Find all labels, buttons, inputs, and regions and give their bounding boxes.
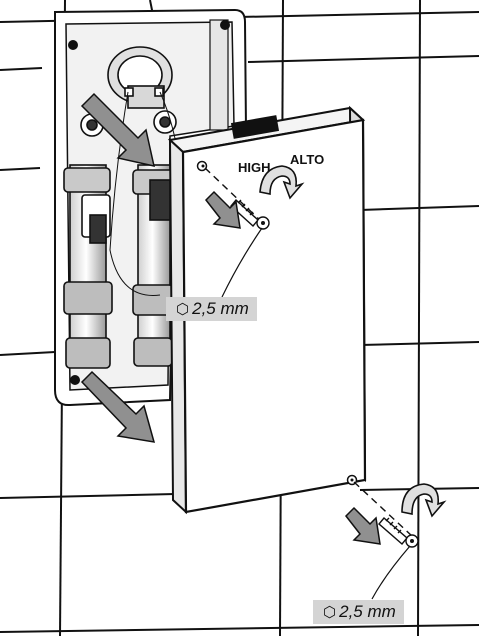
screw-icon [230, 198, 270, 230]
hex-size-callout-bottom: ⬡2,5 mm [313, 600, 404, 624]
callout-size-text: 2,5 mm [192, 299, 249, 318]
valve-assembly [63, 46, 183, 369]
callout-leaders [221, 227, 411, 600]
removal-arrow-icon [80, 370, 156, 443]
removal-arrow-icon [205, 190, 241, 229]
alto-label: ALTO [290, 152, 324, 167]
hex-size-callout-top: ⬡2,5 mm [166, 297, 257, 321]
rotate-arrow-icon [401, 483, 447, 518]
removal-arrow-icon [345, 506, 381, 545]
callout-size-text: 2,5 mm [339, 602, 396, 621]
high-label: HIGH [238, 160, 271, 175]
rotate-arrow-icon [259, 165, 305, 200]
removal-arrow-icon [80, 92, 155, 167]
screw-icon [378, 517, 419, 548]
hex-key-icon: ⬡ [323, 604, 337, 621]
hex-key-icon: ⬡ [176, 301, 190, 318]
